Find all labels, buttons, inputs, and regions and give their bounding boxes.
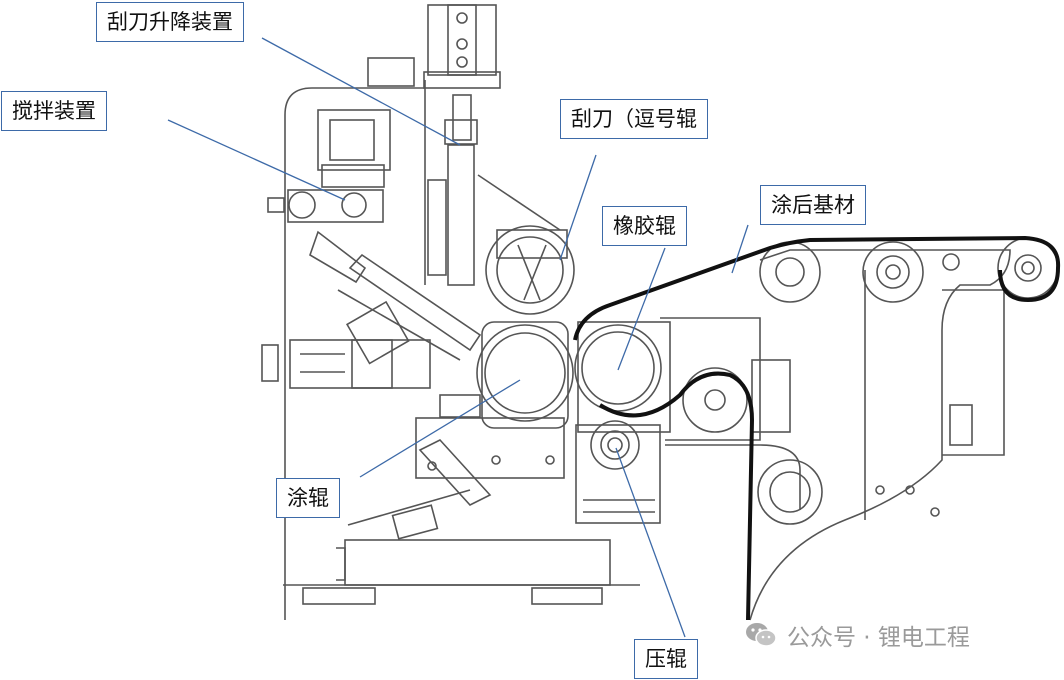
right-deck [660,317,761,441]
leader-coated-substrate [731,224,749,274]
watermark-text: 公众号 · 锂电工程 [787,625,970,651]
lift-cylinder [427,4,497,76]
right-frame [749,249,1011,621]
label-stirring: 搅拌装置 [1,91,107,131]
label-scraper-lift: 刮刀升降装置 [96,2,244,42]
leader-scraper-lift [261,37,461,146]
lift-nut [444,119,478,145]
label-rubber-roller: 橡胶辊 [602,206,687,246]
wechat-icon [746,623,777,647]
comma-roller [485,225,575,315]
coated-substrate-web [573,235,1061,621]
leader-pressure-roller [615,447,686,638]
stirring-knob [288,191,316,219]
main-frame [284,87,425,620]
base-foot-left [302,587,376,605]
leader-stirring [167,119,346,201]
label-pressure-roller: 压辊 [634,639,698,679]
stirring-motor [317,109,391,171]
leader-scraper [559,154,597,261]
rubber-roller [574,324,662,412]
coating-tray [344,539,611,586]
coating-roller [476,324,574,422]
guide-roller-2 [862,241,924,303]
guide-roller-1 [759,241,821,303]
label-coating-roller: 涂辊 [276,478,340,518]
leader-rubber-roller [617,247,666,371]
base-foot-right [531,587,603,605]
linkage-cylinder [391,504,439,540]
pressure-roller [590,420,640,470]
watermark: 公众号 · 锂电工程 [745,618,970,652]
leader-coating-roller [359,379,521,478]
label-coated-substrate: 涂后基材 [760,185,866,225]
label-scraper: 刮刀（逗号辊 [560,99,708,139]
